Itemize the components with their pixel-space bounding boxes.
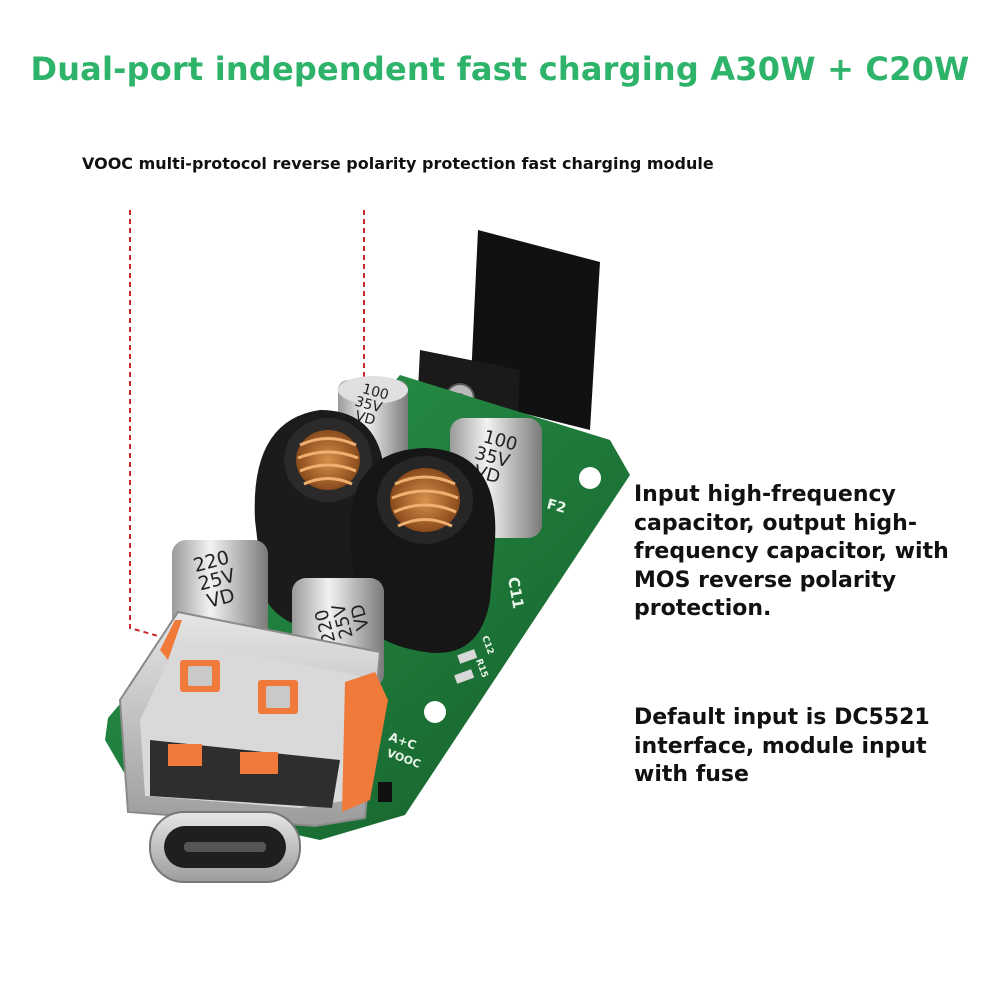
usb-a-port xyxy=(118,610,388,828)
usb-c-port xyxy=(149,811,301,883)
inductor-left xyxy=(254,410,386,634)
silkscreen-c11: C11 xyxy=(504,576,527,611)
page-title: Dual-port independent fast charging A30W… xyxy=(30,50,970,88)
svg-text:35V: 35V xyxy=(353,394,384,417)
svg-text:100: 100 xyxy=(360,381,390,403)
annotation-capacitor-protection: Input high-frequency capacitor, output h… xyxy=(634,482,949,621)
silkscreen-f2: F2 xyxy=(545,496,568,516)
inductor-right xyxy=(350,448,496,653)
page-subtitle: VOOC multi-protocol reverse polarity pro… xyxy=(82,154,714,173)
annotation-dc-input-fuse: Default input is DC5521 interface, modul… xyxy=(634,705,930,787)
